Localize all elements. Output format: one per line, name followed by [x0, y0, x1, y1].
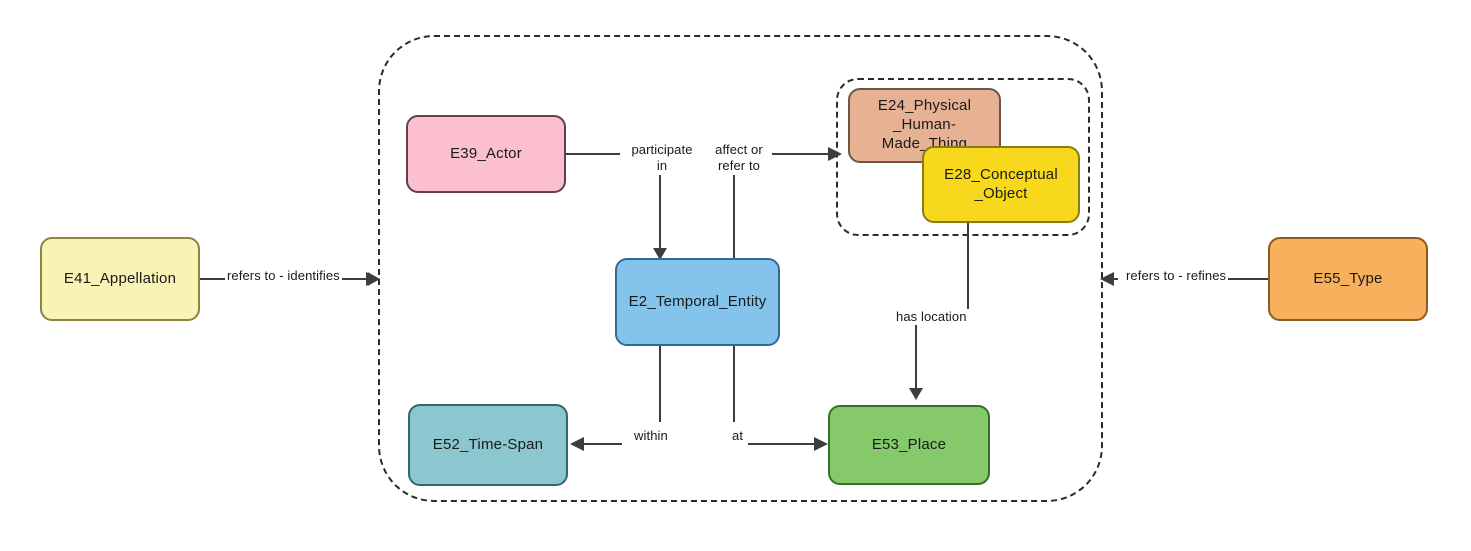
node-e2-temporal-entity[interactable]: E2_Temporal_Entity [615, 258, 780, 346]
node-e52-time-span[interactable]: E52_Time-Span [408, 404, 568, 486]
edge-label-refers-to-identifies: refers to - identifies [225, 268, 342, 285]
node-e28-conceptual-object[interactable]: E28_Conceptual _Object [922, 146, 1080, 223]
edge-label-at: at [730, 428, 746, 445]
node-label: E41_Appellation [63, 269, 177, 287]
edge-label-within: within [632, 428, 670, 445]
edge-label-affect-or-refer-to: affect or refer to [706, 142, 772, 175]
edge-label-refers-to-refines: refers to - refines [1124, 268, 1229, 285]
node-e41-appellation[interactable]: E41_Appellation [40, 237, 200, 321]
node-label: E55_Type [1313, 269, 1383, 287]
node-e39-actor[interactable]: E39_Actor [406, 115, 566, 193]
node-label: E39_Actor [450, 144, 522, 162]
arrowhead-e41 [368, 272, 381, 286]
outer-dashed-group [378, 35, 1103, 502]
edge-label-participate-in: participate in [620, 142, 704, 175]
node-label: E52_Time-Span [432, 435, 544, 453]
node-label: E24_Physical _Human-Made_Thing [877, 97, 972, 152]
node-label: E28_Conceptual _Object [944, 165, 1058, 202]
node-e55-type[interactable]: E55_Type [1268, 237, 1428, 321]
edge-label-has-location: has location [894, 309, 969, 326]
node-e53-place[interactable]: E53_Place [828, 405, 990, 485]
node-label: E2_Temporal_Entity [628, 292, 767, 310]
node-label: E53_Place [871, 435, 947, 453]
